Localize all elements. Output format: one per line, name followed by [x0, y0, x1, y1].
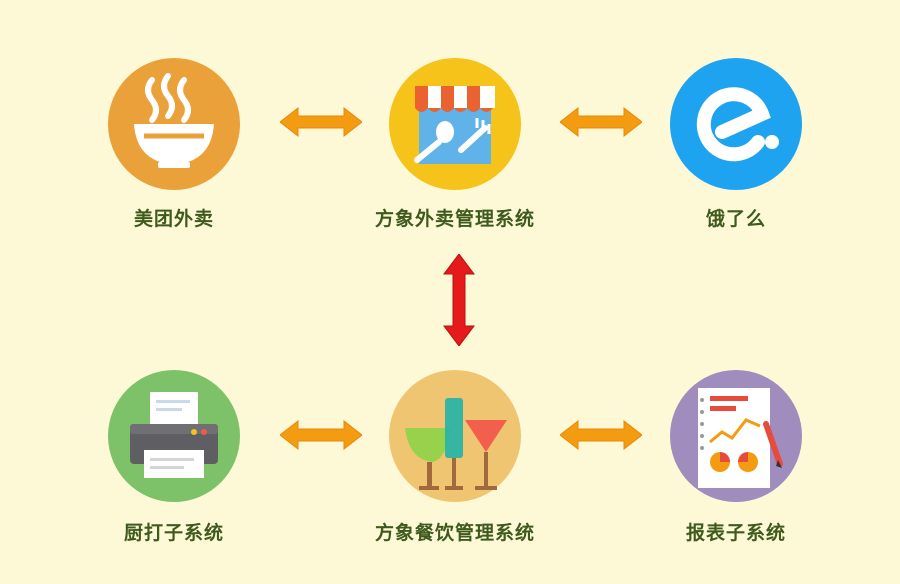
storefront-spoon-fork-icon: [389, 58, 521, 190]
fangxiang-catering-label: 方象餐饮管理系统: [374, 522, 535, 544]
eleme-label: 饿了么: [705, 208, 766, 230]
kitchen-printer-node: [108, 370, 240, 502]
cocktail-glasses-icon: [389, 370, 521, 502]
arrow-catering-report: [560, 419, 642, 451]
report-node: [670, 370, 802, 502]
kitchen-printer-label: 厨打子系统: [123, 522, 224, 544]
eleme-logo-icon: [670, 58, 802, 190]
printer-icon: [108, 370, 240, 502]
arrow-meituan-takeout: [280, 106, 362, 138]
report-chart-icon: [670, 370, 802, 502]
arrow-takeout-catering: [443, 254, 475, 346]
noodle-bowl-icon: [108, 58, 240, 190]
arrow-takeout-eleme: [560, 106, 642, 138]
meituan-node: [108, 58, 240, 190]
report-label: 报表子系统: [685, 522, 786, 544]
meituan-label: 美团外卖: [133, 208, 214, 230]
eleme-node: [670, 58, 802, 190]
fangxiang-catering-node: [389, 370, 521, 502]
arrow-printer-catering: [280, 419, 362, 451]
fangxiang-takeout-node: [389, 58, 521, 190]
fangxiang-takeout-label: 方象外卖管理系统: [374, 208, 535, 230]
